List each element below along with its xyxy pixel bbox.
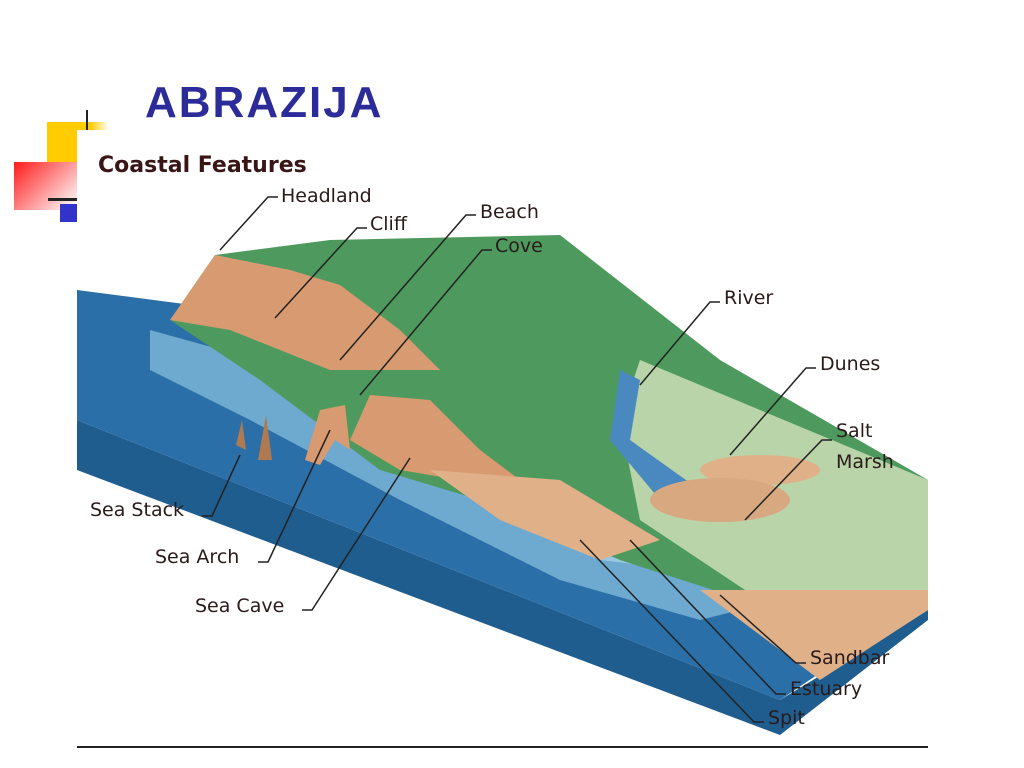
- label-sea-stack: Sea Stack: [90, 499, 184, 521]
- leader-line: [629, 539, 786, 695]
- diagram-title: Coastal Features: [98, 153, 307, 178]
- leader-line: [579, 539, 764, 723]
- leader-line: [302, 457, 411, 611]
- river: [610, 370, 700, 500]
- decor-red-square: [14, 162, 80, 210]
- label-headland: Headland: [281, 185, 372, 207]
- label-salt: Salt: [836, 420, 872, 442]
- leader-line: [359, 249, 492, 396]
- coastal-features-diagram: Coastal Features Headland Cliff Beach Co…: [77, 130, 928, 735]
- leader-line: [719, 594, 806, 664]
- label-sandbar: Sandbar: [810, 647, 890, 669]
- salt-marsh: [650, 478, 790, 522]
- leader-line: [639, 301, 720, 386]
- label-dunes: Dunes: [820, 353, 880, 375]
- leader-line: [339, 214, 476, 361]
- label-sea-cave: Sea Cave: [195, 595, 284, 617]
- label-spit: Spit: [768, 707, 805, 729]
- leader-line: [274, 227, 367, 319]
- decor-vertical-line: [86, 110, 88, 138]
- leader-line: [202, 454, 241, 517]
- beach-sand: [430, 470, 660, 560]
- label-cove: Cove: [495, 235, 543, 257]
- label-river: River: [724, 287, 773, 309]
- leader-line: [219, 196, 278, 251]
- decor-horizontal-line: [48, 198, 78, 201]
- sea-stack-2: [258, 415, 272, 460]
- leader-line: [729, 367, 816, 456]
- label-sea-arch: Sea Arch: [155, 546, 239, 568]
- cliffs: [170, 255, 440, 370]
- label-estuary: Estuary: [790, 678, 862, 700]
- bottom-divider: [77, 746, 928, 748]
- label-marsh: Marsh: [836, 451, 894, 473]
- sea-stack: [236, 420, 246, 450]
- decor-blue-square: [60, 204, 78, 222]
- label-cliff: Cliff: [370, 213, 408, 235]
- slide-title: ABRAZIJA: [145, 78, 384, 127]
- leader-line: [258, 429, 331, 563]
- leader-line: [744, 439, 832, 521]
- label-beach: Beach: [480, 201, 539, 223]
- dunes: [700, 455, 820, 485]
- cliffs-2: [350, 395, 520, 480]
- sandbar: [700, 590, 928, 680]
